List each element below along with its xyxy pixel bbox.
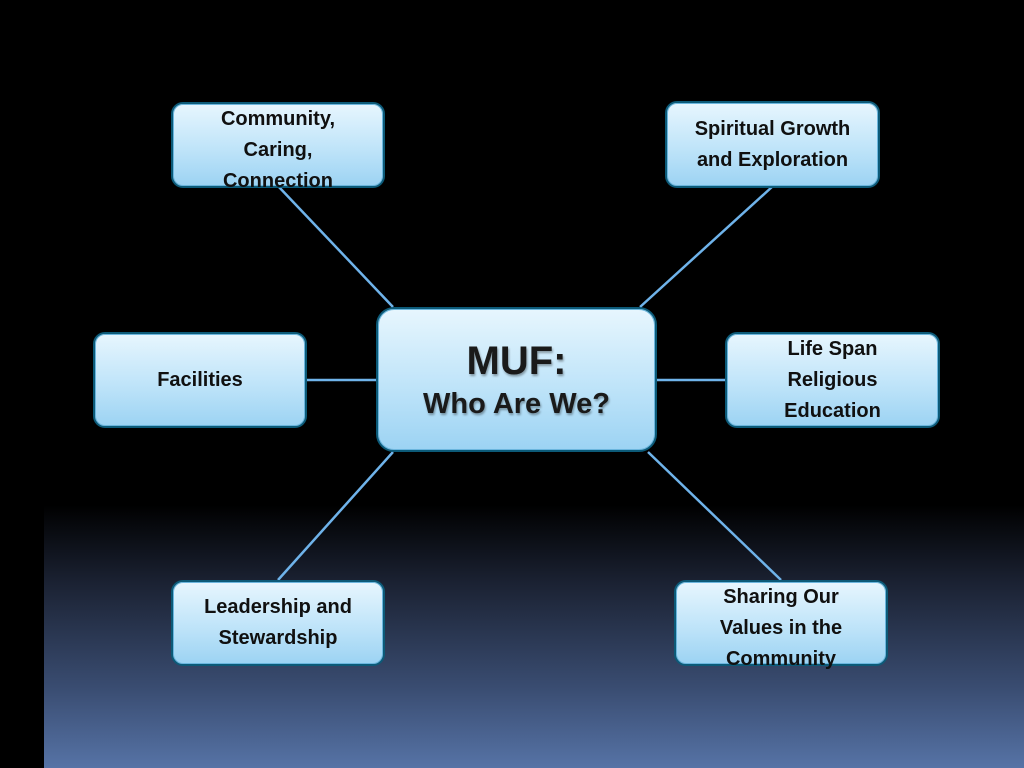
- node-leadership: Leadership and Stewardship: [171, 580, 385, 666]
- connector-sharing: [647, 451, 782, 581]
- node-facilities: Facilities: [93, 332, 307, 428]
- node-sharing: Sharing Our Values in the Community: [674, 580, 888, 670]
- connector-community: [277, 185, 394, 308]
- center-subtitle: Who Are We?: [423, 387, 610, 420]
- connector-leadership: [277, 451, 394, 581]
- center-title: MUF:: [466, 338, 567, 383]
- node-religious-education: Life Span Religious Education: [725, 332, 940, 428]
- center-node: MUF: Who Are We?: [376, 307, 657, 452]
- node-spiritual: Spiritual Growth and Exploration: [665, 101, 880, 188]
- connector-spiritual: [639, 185, 774, 308]
- node-community: Community, Caring, Connection: [171, 102, 385, 192]
